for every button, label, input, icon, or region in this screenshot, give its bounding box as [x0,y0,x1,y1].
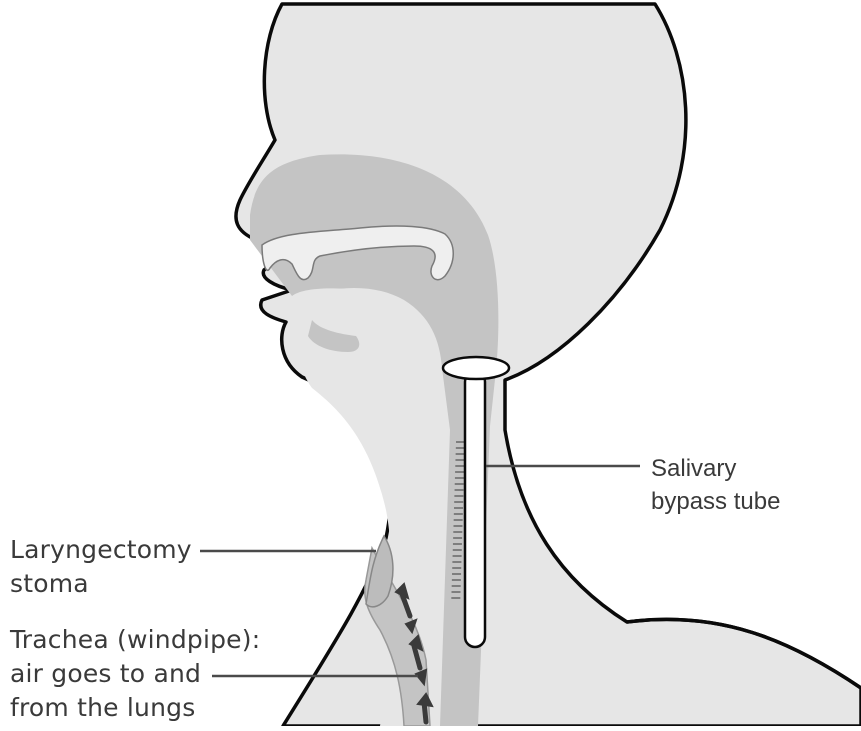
label-salivary-bypass-tube: Salivary bypass tube [651,452,780,518]
bypass-tube-flange [443,357,509,379]
bypass-tube-shaft [465,372,485,647]
label-trachea: Trachea (windpipe): air goes to and from… [10,623,260,725]
label-laryngectomy-stoma: Laryngectomy stoma [10,533,192,601]
